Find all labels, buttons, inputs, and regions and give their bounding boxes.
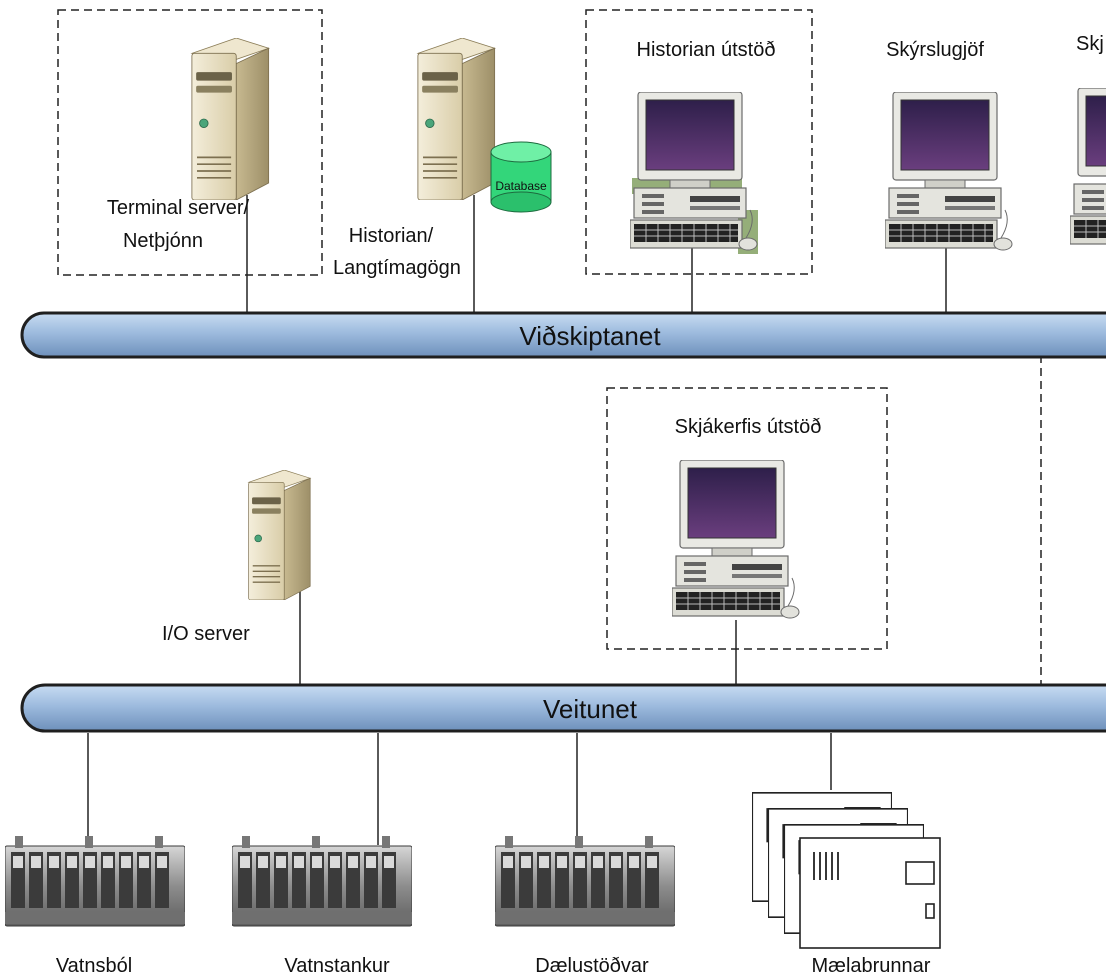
historian-server-icon <box>416 38 496 200</box>
metering-wells-icon <box>752 792 941 949</box>
historian-workstation-icon <box>630 92 758 251</box>
report-generator-label: Skýrslugjöf <box>886 39 984 61</box>
terminal-server-icon <box>190 38 270 200</box>
scada-workstation-label: Skjákerfis útstöð <box>675 416 822 438</box>
database-label: Database <box>495 179 547 193</box>
water-source-label: Vatnsból <box>56 955 132 977</box>
io-server-icon <box>247 470 311 600</box>
business-network-label: Viðskiptanet <box>519 321 661 351</box>
water-tank-label: Vatnstankur <box>284 955 390 977</box>
utility-network-label: Veitunet <box>543 694 638 724</box>
terminal-server-label-line2: Netþjónn <box>123 230 203 252</box>
historian-workstation-group-box <box>585 9 813 275</box>
pump-stations-plc-icon <box>495 835 675 927</box>
cut-off-node-label: Skj <box>1076 33 1104 55</box>
scada-workstation-group-box <box>606 387 888 650</box>
cut-off-node-icon <box>1070 88 1106 247</box>
terminal-server-label-line1: Terminal server/ <box>107 197 250 219</box>
terminal-server-group-box <box>57 9 323 276</box>
historian-label-line2: Langtímagögn <box>333 257 461 279</box>
io-server-label: I/O server <box>162 623 250 645</box>
report-generator-icon <box>885 92 1013 251</box>
business-network-bus: Viðskiptanet <box>20 311 1106 359</box>
database-icon: Database <box>490 141 552 213</box>
historian-workstation-label: Historian útstöð <box>637 39 776 61</box>
pump-stations-label: Dælustöðvar <box>535 955 649 977</box>
water-tank-plc-icon <box>232 835 412 927</box>
utility-network-bus: Veitunet <box>20 683 1106 733</box>
water-source-plc-icon <box>5 835 185 927</box>
historian-label-line1: Historian/ <box>349 225 434 247</box>
scada-workstation-icon <box>672 460 800 619</box>
metering-wells-label: Mælabrunnar <box>812 955 931 977</box>
